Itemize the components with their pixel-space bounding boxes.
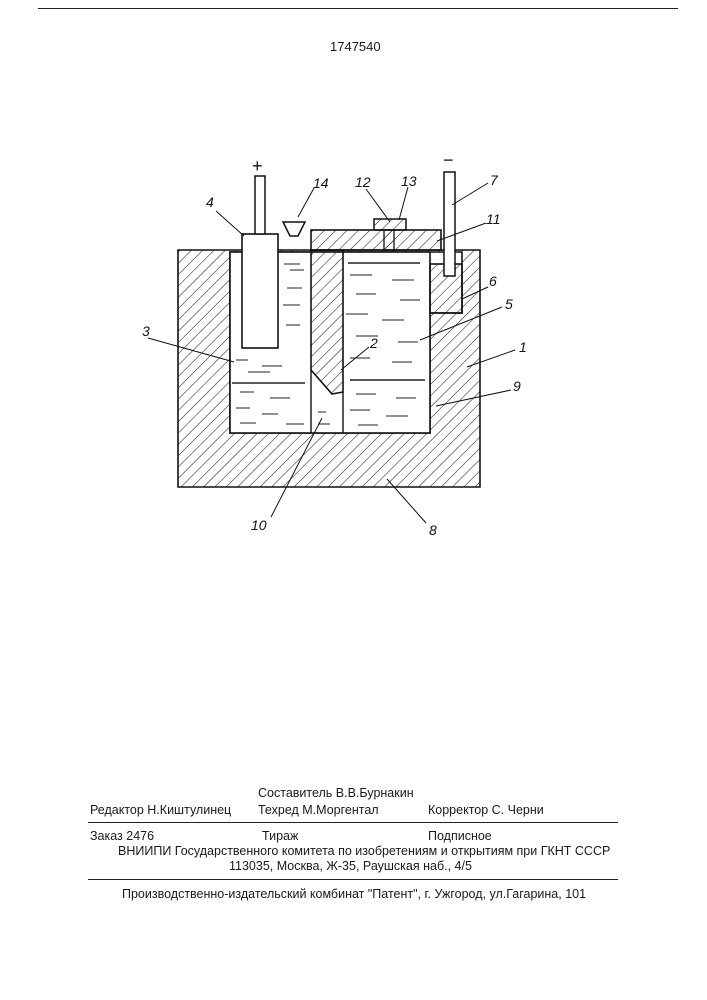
corrector-credit: Корректор С. Черни xyxy=(428,804,544,817)
vniipi-line: ВНИИПИ Государственного комитета по изоб… xyxy=(118,845,610,858)
label-8: 8 xyxy=(429,522,437,538)
label-3: 3 xyxy=(142,323,150,339)
label-14: 14 xyxy=(313,175,329,191)
label-13: 13 xyxy=(401,173,417,189)
compiler-credit: Составитель В.В.Бурнакин xyxy=(258,787,414,800)
cathode-7 xyxy=(444,172,455,276)
label-6: 6 xyxy=(489,273,497,289)
anode-lead xyxy=(255,176,265,234)
label-12: 12 xyxy=(355,174,371,190)
footer-rule-1 xyxy=(88,822,618,823)
screw-shank-12 xyxy=(384,230,394,250)
electrolytic-cell-drawing: + − xyxy=(0,0,707,560)
label-10: 10 xyxy=(251,517,267,533)
footer-rule-2 xyxy=(88,879,618,880)
circulation: Тираж xyxy=(262,830,298,843)
cathode-polarity-sign: − xyxy=(443,150,454,170)
anode-4 xyxy=(242,234,278,348)
label-5: 5 xyxy=(505,296,513,312)
label-9: 9 xyxy=(513,378,521,394)
screw-head-13 xyxy=(374,219,406,230)
label-2: 2 xyxy=(369,335,378,351)
order-number: Заказ 2476 xyxy=(90,830,154,843)
subscription: Подписное xyxy=(428,830,492,843)
address-line: 113035, Москва, Ж-35, Раушская наб., 4/5 xyxy=(229,860,472,873)
label-1: 1 xyxy=(519,339,527,355)
editor-credit: Редактор Н.Киштулинец xyxy=(90,804,231,817)
anode-polarity-sign: + xyxy=(252,156,263,176)
feed-funnel-14 xyxy=(283,222,305,236)
label-4: 4 xyxy=(206,194,214,210)
label-7: 7 xyxy=(490,172,499,188)
cover-11 xyxy=(311,230,441,250)
label-11: 11 xyxy=(486,211,501,227)
partition-2 xyxy=(311,250,343,394)
techred-credit: Техред М.Моргентал xyxy=(258,804,379,817)
publisher-line: Производственно-издательский комбинат "П… xyxy=(122,888,586,901)
